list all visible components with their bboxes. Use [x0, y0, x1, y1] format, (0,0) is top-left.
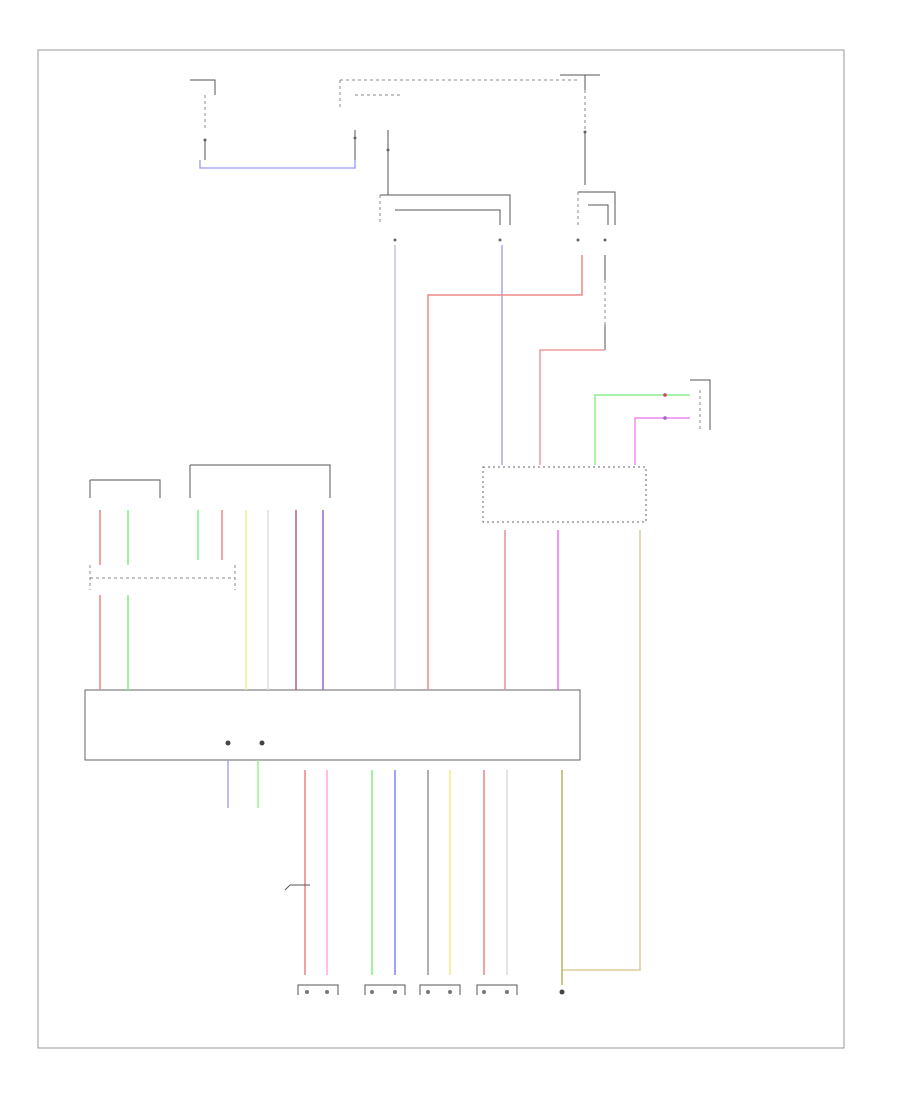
- speaker-1: [297, 984, 339, 995]
- wire-red-relay-2: [539, 349, 605, 465]
- top-left-connector: [190, 79, 216, 160]
- left-connector: [89, 479, 161, 498]
- wire-red-relay: [427, 255, 583, 690]
- speaker-3: [419, 984, 461, 995]
- left-junction: [89, 565, 236, 590]
- speaker-4: [476, 984, 518, 995]
- wire-blue-top: [199, 160, 356, 169]
- bottom-left-control: [225, 740, 265, 808]
- wire-tan-rbox: [562, 530, 641, 971]
- right-control-box: [482, 466, 647, 523]
- right-relay: [576, 191, 616, 350]
- speaker-2: [364, 984, 406, 995]
- ground-point: [559, 989, 565, 995]
- wire-green-right: [594, 394, 690, 465]
- center-connector: [189, 464, 331, 498]
- right-ground-module: [690, 379, 711, 430]
- junction-box: [84, 689, 581, 761]
- mid-switch: [379, 130, 511, 242]
- diagram-frame: [37, 49, 845, 1049]
- top-right-module: [560, 74, 600, 185]
- wire-pink-right: [634, 417, 690, 465]
